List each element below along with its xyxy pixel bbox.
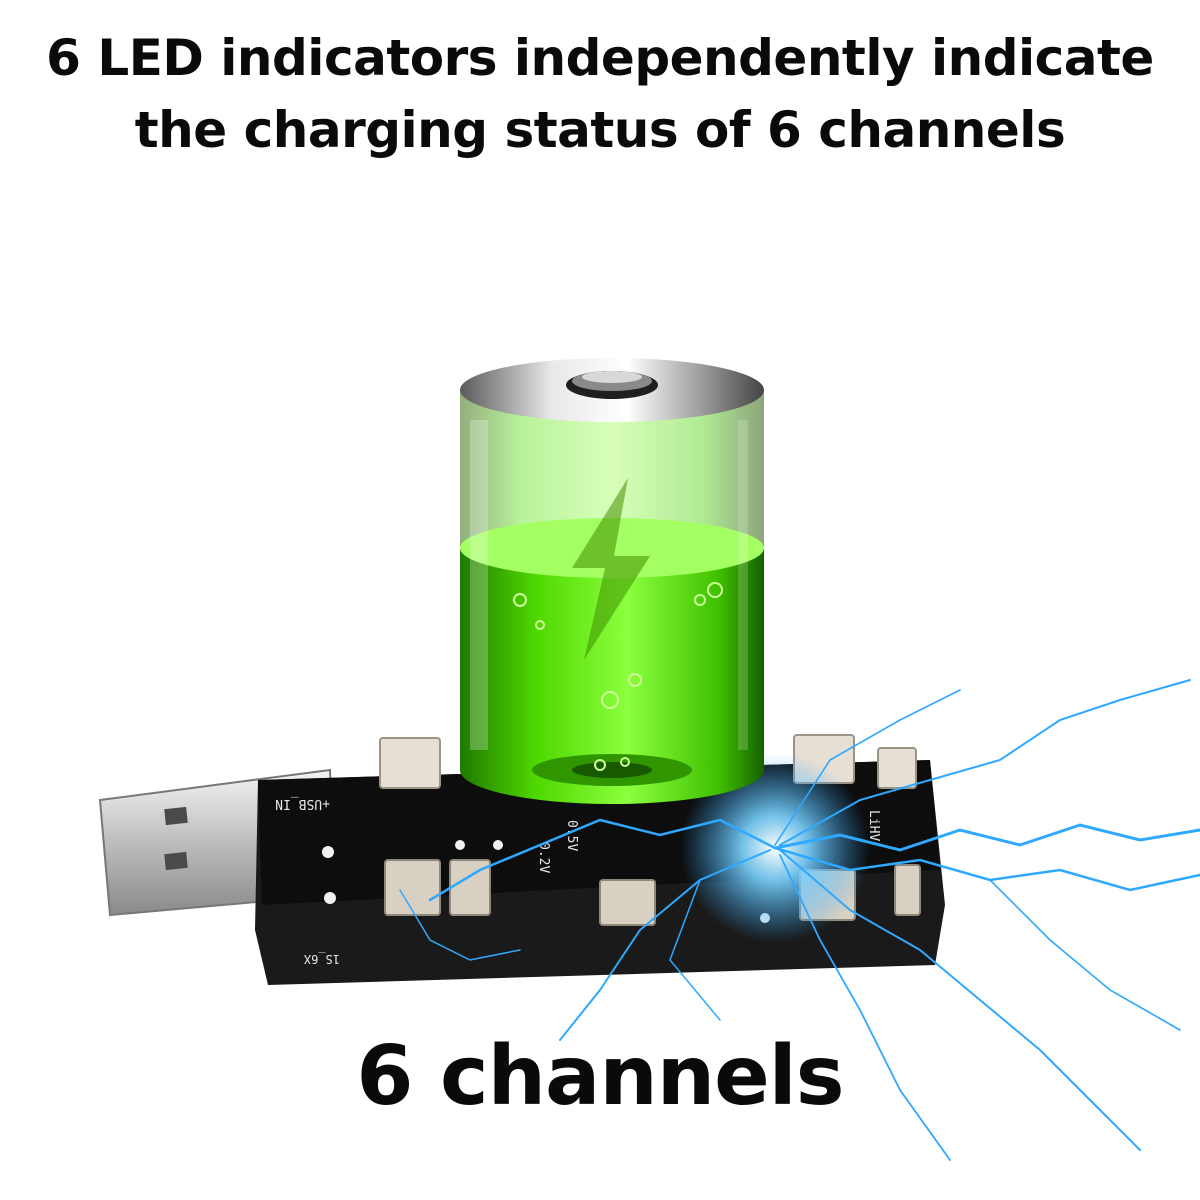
- battery-graphic: [460, 358, 764, 804]
- caption: 6 channels: [356, 1029, 844, 1124]
- label-voltage-2: 0.5V: [564, 820, 579, 851]
- label-model: 1S_6X: [303, 952, 340, 966]
- label-voltage-1: 0.2V: [536, 842, 551, 873]
- label-usb-in: +USB_IN: [275, 796, 330, 811]
- headline-line-1: 6 LED indicators independently indicate: [46, 29, 1154, 87]
- lightning-effect: [399, 679, 1200, 1161]
- lightning-bolt-icon: [572, 478, 650, 660]
- label-lihv: LiHV: [866, 810, 881, 841]
- headline-line-2: the charging status of 6 channels: [134, 101, 1066, 159]
- headline: 6 LED indicators independently indicate …: [0, 22, 1200, 166]
